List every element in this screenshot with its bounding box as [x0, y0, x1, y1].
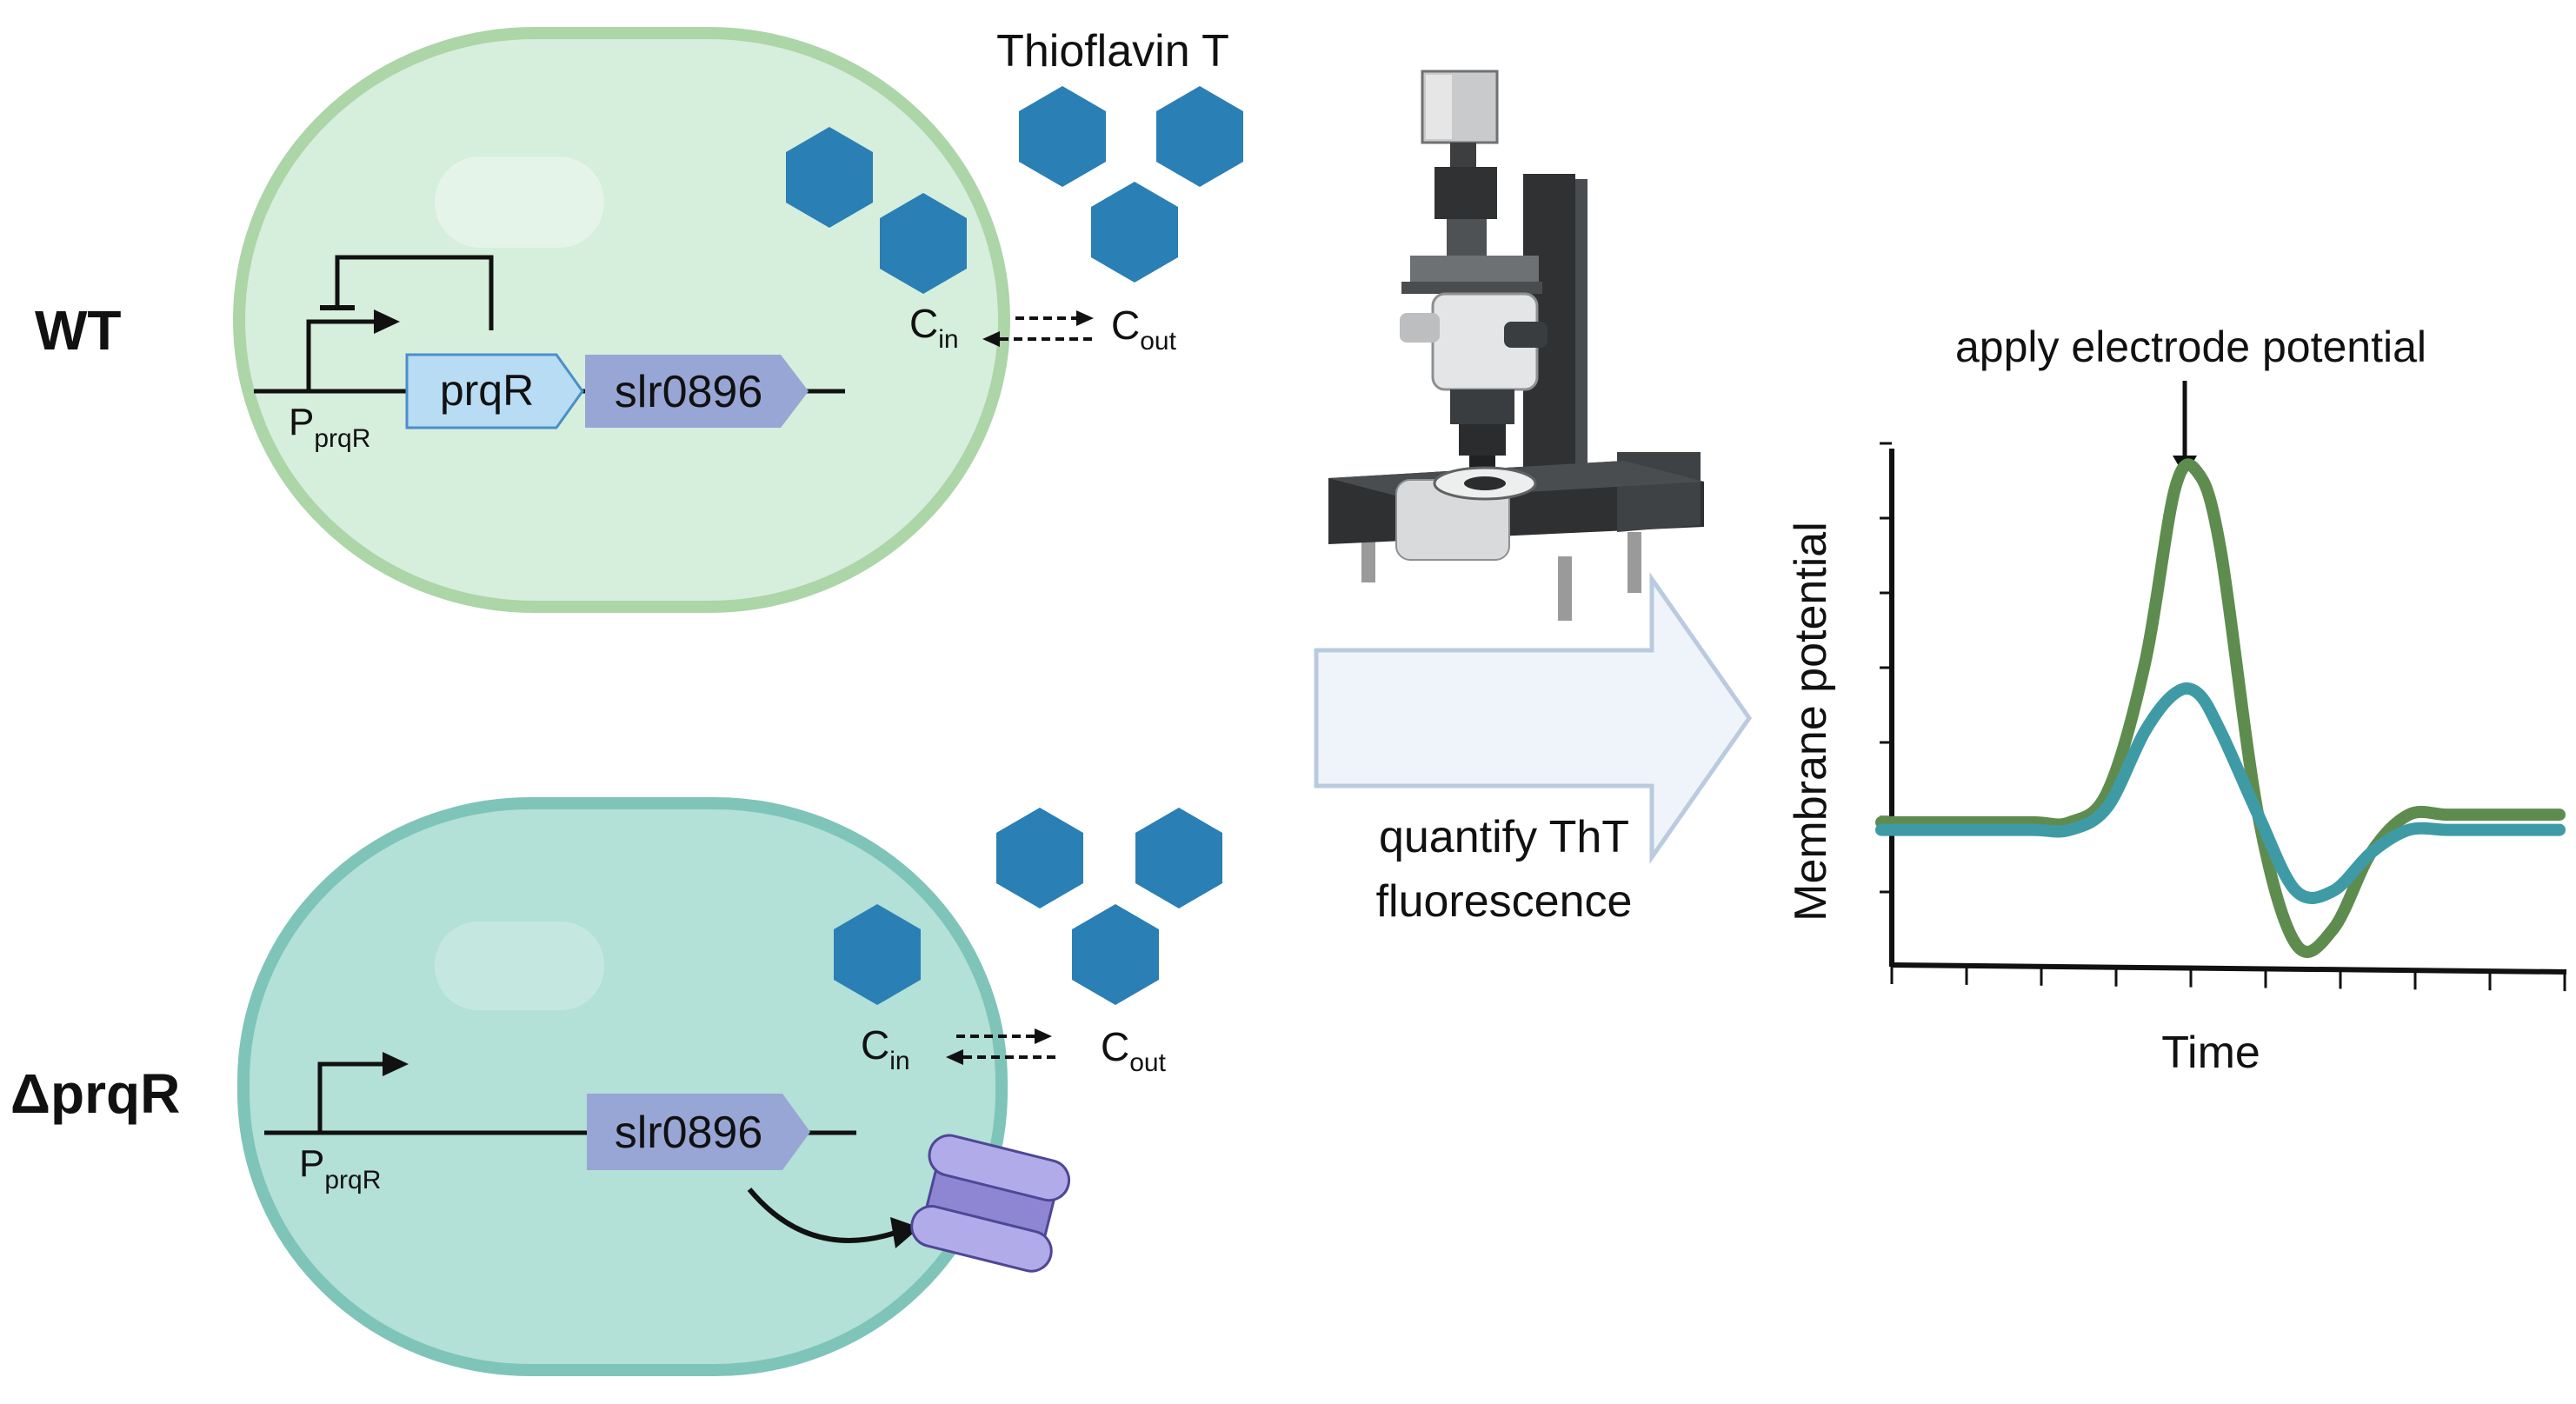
x-axis [1891, 962, 2567, 975]
mutant-cell [237, 797, 1008, 1376]
wt-influx-arrowhead-icon [982, 331, 1000, 347]
thioflavin-hexagon-icon [996, 808, 1083, 908]
wt-cout-label: Cout [1111, 303, 1177, 356]
mutant-gene-slr0896 [587, 1094, 810, 1170]
chart-ticks [1880, 442, 2566, 992]
wt-cell-highlight [435, 156, 604, 248]
ion-channel-icon [910, 1134, 1071, 1273]
mutant-cin-label: Cin [861, 1022, 910, 1075]
quantify-label-line1: quantify ThT [1379, 812, 1629, 862]
mutant-cout-label: Cout [1101, 1024, 1167, 1077]
wt-strain-label: WT [35, 299, 122, 362]
mutant-influx-arrowhead-icon [946, 1049, 963, 1065]
y-axis-label: Membrane potential [1786, 522, 1836, 922]
membrane-potential-chart: apply electrode potential Membrane poten… [1786, 323, 2567, 1078]
quantify-label-line2: fluorescence [1376, 876, 1633, 927]
thioflavin-hexagon-icon [1019, 86, 1106, 187]
mutant-gene-slr0896-label: slr0896 [615, 1108, 763, 1158]
wt-promoter-label: PprqR [289, 401, 370, 453]
series-line-wt [1875, 458, 2566, 958]
mutant-expression-arrow [747, 1188, 896, 1243]
wt-repression-line [335, 255, 494, 330]
wt-panel: WT prqR slr0896 PprqR Cin Cout [35, 27, 1177, 613]
mutant-panel: ΔprqR slr0896 PprqR Cin Cout [10, 797, 1167, 1376]
dye-label: Thioflavin T [996, 26, 1229, 77]
wt-gene-slr0896 [585, 355, 809, 428]
wt-gene-prqR [405, 353, 584, 429]
x-axis-label: Time [2161, 1028, 2260, 1078]
microscope-icon [1328, 70, 1704, 621]
thioflavin-hexagon-icon [1156, 86, 1243, 187]
quantify-block-arrow [1314, 572, 1753, 864]
wt-cin-label: Cin [909, 301, 959, 354]
wt-efflux-arrowhead-icon [1076, 310, 1094, 326]
chart-annotation: apply electrode potential [1955, 323, 2426, 371]
wt-promoter-arrow [306, 319, 374, 391]
mutant-strain-label: ΔprqR [10, 1062, 180, 1125]
series-line-mutant [1875, 682, 2566, 904]
mutant-cell-highlight [435, 922, 604, 1010]
thioflavin-hexagon-icon [1072, 904, 1159, 1005]
chart-lines [1875, 458, 2566, 958]
wt-gene-prqR-label: prqR [440, 366, 534, 415]
wt-promoter-arrowhead-icon [374, 309, 400, 334]
mutant-promoter-label: PprqR [299, 1142, 381, 1194]
mutant-efflux-arrowhead-icon [1035, 1028, 1052, 1044]
thioflavin-hexagon-icon [1091, 182, 1178, 283]
wt-gene-slr0896-label: slr0896 [615, 367, 763, 417]
mutant-promoter-arrowhead-icon [383, 1052, 409, 1076]
mutant-promoter-arrow [317, 1061, 383, 1133]
thioflavin-hexagon-icon [1135, 808, 1222, 908]
